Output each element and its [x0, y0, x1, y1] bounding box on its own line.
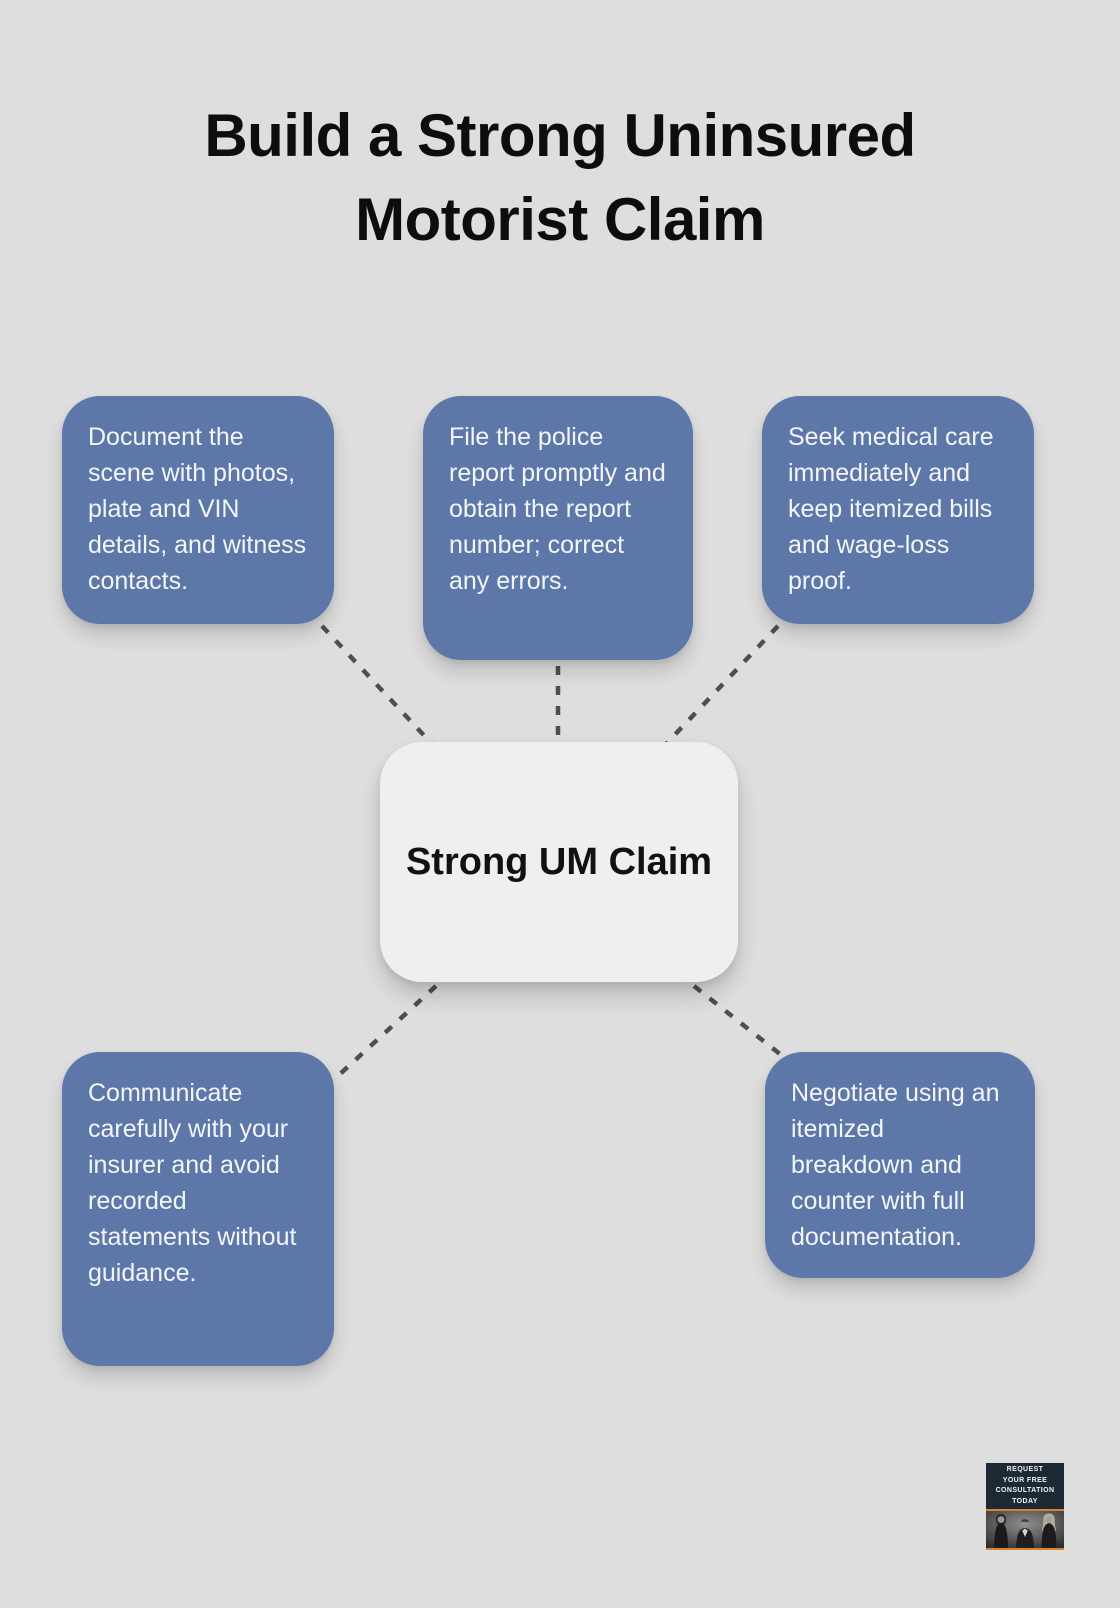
tip-text-negotiation: Negotiate using an itemized breakdown an…	[791, 1079, 1000, 1251]
attorneys-photo	[986, 1511, 1064, 1548]
center-node: Strong UM Claim	[380, 742, 738, 982]
center-node-label: Strong UM Claim	[405, 840, 713, 883]
consultation-cta-text: REQUEST YOUR FREE CONSULTATION TODAY	[986, 1463, 1064, 1509]
cta-line: YOUR FREE	[1002, 1476, 1048, 1484]
cta-line: REQUEST	[1006, 1466, 1044, 1473]
tip-box-medical-care: Seek medical care immediately and keep i…	[762, 396, 1034, 624]
tip-text-police-report: File the police report promptly and obta…	[449, 423, 666, 595]
tip-box-insurer-communication: Communicate carefully with your insurer …	[62, 1052, 334, 1366]
tip-text-insurer-communication: Communicate carefully with your insurer …	[88, 1079, 297, 1287]
badge-divider-top	[986, 1509, 1064, 1511]
connector-bottom-left	[338, 984, 438, 1076]
connector-bottom-right	[692, 984, 792, 1064]
attorneys-photo-graphic	[986, 1511, 1064, 1548]
tip-text-document-scene: Document the scene with photos, plate an…	[88, 423, 307, 595]
tip-box-police-report: File the police report promptly and obta…	[423, 396, 693, 660]
badge-divider-bottom	[986, 1548, 1064, 1550]
person-silhouette-center	[1016, 1519, 1034, 1548]
tip-text-medical-care: Seek medical care immediately and keep i…	[788, 423, 994, 595]
person-silhouette-right	[1041, 1513, 1057, 1548]
consultation-cta-badge[interactable]: REQUEST YOUR FREE CONSULTATION TODAY	[986, 1463, 1064, 1550]
tip-box-negotiation: Negotiate using an itemized breakdown an…	[765, 1052, 1035, 1278]
cta-line: CONSULTATION	[995, 1487, 1055, 1494]
cta-line: TODAY	[1012, 1497, 1038, 1505]
person-silhouette-left	[994, 1514, 1008, 1548]
page-title: Build a Strong Uninsured Motorist Claim	[204, 102, 916, 253]
connector-top-left	[320, 624, 434, 746]
tip-box-document-scene: Document the scene with photos, plate an…	[62, 396, 334, 624]
